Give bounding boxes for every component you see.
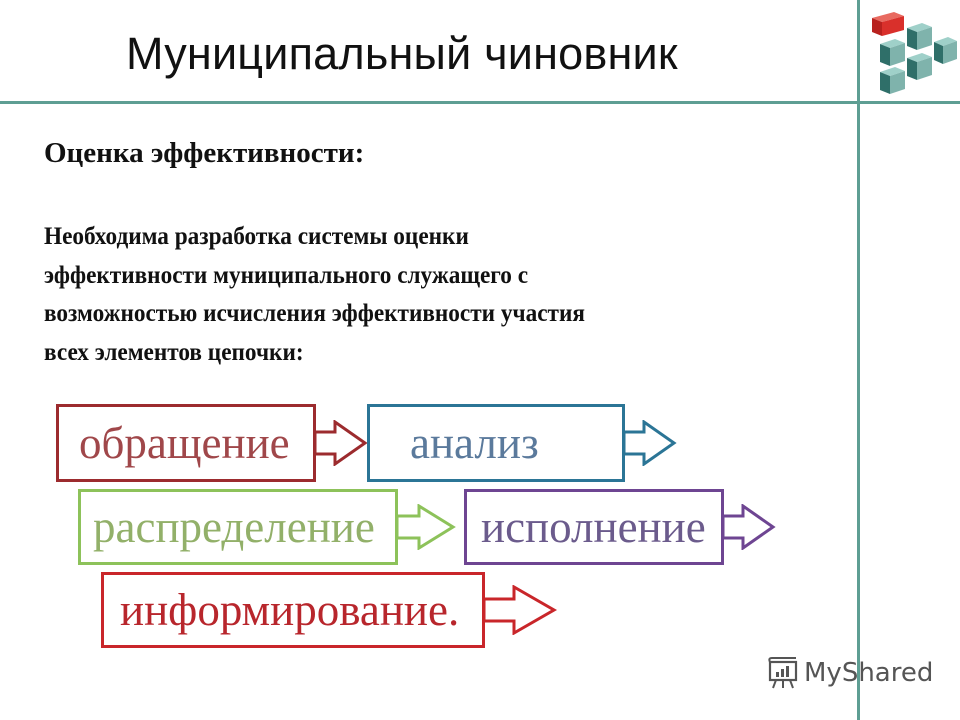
vertical-rule (857, 0, 860, 720)
presentation-board-icon (768, 657, 798, 689)
section-heading: Оценка эффективности: (44, 137, 365, 169)
chain-step-informing: информирование. (101, 572, 485, 648)
chain-step-label: исполнение (481, 502, 706, 552)
chain-step-label: анализ (410, 418, 539, 468)
paragraph-line: всех элементов цепочки: (44, 338, 304, 366)
watermark-text: MyShared (804, 658, 934, 688)
paragraph-line: возможностью исчисления эффективности уч… (44, 300, 585, 327)
cubes-logo-icon (872, 12, 957, 94)
horizontal-rule (0, 101, 960, 104)
chain-step-label: распределение (93, 502, 375, 552)
arrow-right-icon (395, 504, 456, 550)
chain-step-label: информирование. (120, 585, 460, 635)
watermark: MyShared (766, 656, 933, 690)
chain-step-request: обращение (56, 404, 316, 482)
arrow-right-icon (482, 585, 558, 635)
chain-step-execution: исполнение (464, 489, 724, 565)
paragraph-line: эффективности муниципального служащего с (44, 261, 529, 289)
paragraph-line: Необходима разработка системы оценки (44, 223, 469, 250)
description-paragraph: Необходима разработка системы оценки эфф… (44, 218, 751, 372)
arrow-right-icon (622, 420, 677, 466)
chain-step-label: обращение (79, 418, 290, 468)
chain-step-analysis: анализ (367, 404, 625, 482)
chain-step-distribution: распределение (78, 489, 398, 565)
slide-title: Муниципальный чиновник (126, 28, 678, 79)
arrow-right-icon (721, 504, 776, 550)
arrow-right-icon (313, 420, 368, 466)
